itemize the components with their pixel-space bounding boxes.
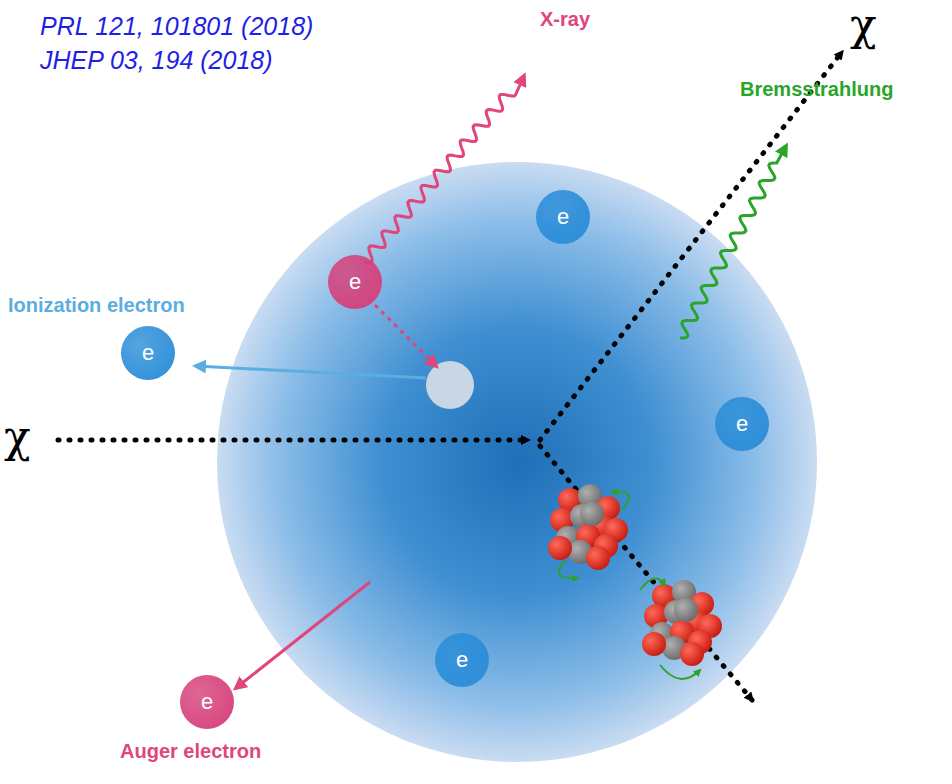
reference: PRL 121, 101801 (2018) (40, 12, 313, 41)
nucleon (580, 502, 604, 526)
nucleon (586, 546, 610, 570)
transition-arrow (375, 305, 436, 366)
nucleon (548, 536, 572, 560)
electron: e (121, 326, 175, 380)
electron-symbol: e (349, 271, 361, 293)
electron-symbol: e (201, 691, 213, 713)
xray-label: X-ray (540, 8, 590, 31)
vacancy (426, 361, 474, 409)
electron: e (435, 633, 489, 687)
dm-symbol: χ (4, 412, 31, 463)
nucleon (674, 598, 698, 622)
electron: e (328, 255, 382, 309)
nucleon (642, 632, 666, 656)
electron-symbol: e (557, 206, 569, 228)
dm-symbol: χ (850, 0, 877, 51)
rotation-arrow (660, 665, 700, 679)
auger-arrow (236, 582, 370, 688)
photon-wave (680, 146, 786, 338)
bremsstrahlung-label: Bremsstrahlung (740, 78, 893, 101)
electron-symbol: e (142, 342, 154, 364)
recoil-track (540, 446, 752, 700)
rotation-arrow (640, 579, 665, 590)
electron-symbol: e (736, 413, 748, 435)
dm-track-in (58, 438, 528, 443)
ionization-label: Ionization electron (8, 294, 185, 317)
reference: JHEP 03, 194 (2018) (40, 46, 273, 75)
nucleon (680, 642, 704, 666)
electron: e (715, 397, 769, 451)
dm-track-out (540, 52, 842, 440)
electron: e (536, 190, 590, 244)
electron: e (180, 675, 234, 729)
photon-wave (364, 76, 524, 263)
ionization-arrow (196, 366, 426, 378)
electron-symbol: e (456, 649, 468, 671)
rotation-arrow (612, 492, 629, 510)
auger-label: Auger electron (120, 740, 261, 763)
rotation-arrow (559, 560, 578, 578)
